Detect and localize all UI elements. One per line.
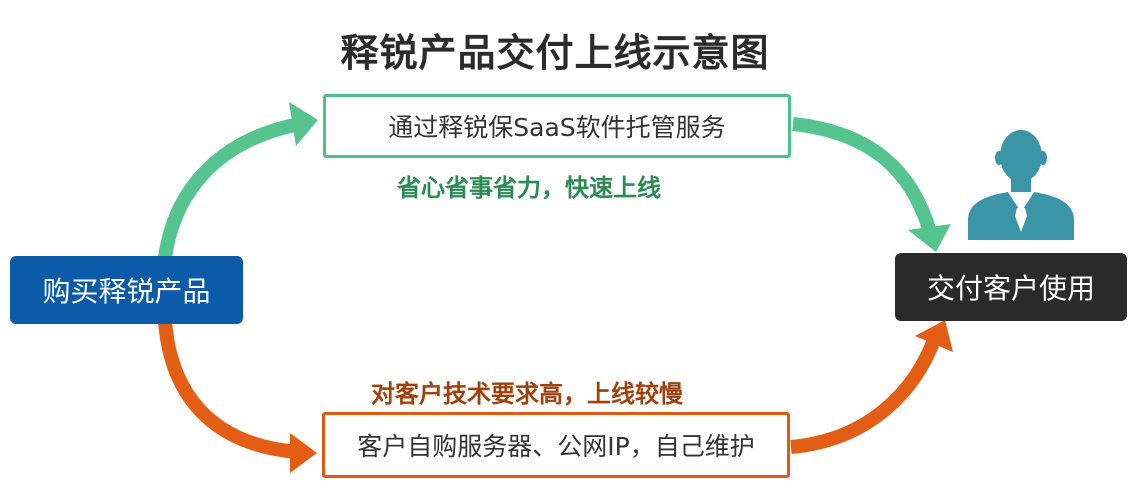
arrow-self-host-to-customer xyxy=(790,337,941,454)
arrow-head-buy-to-saas xyxy=(289,102,318,146)
arrow-head-self-host-to-customer xyxy=(915,320,953,352)
arrow-saas-to-customer xyxy=(792,117,937,234)
arrow-buy-to-self-host xyxy=(158,321,299,459)
arrow-head-buy-to-self-host xyxy=(290,433,317,473)
arrow-head-saas-to-customer xyxy=(908,224,951,252)
saas-benefit-caption: 省心省事省力，快速上线 xyxy=(397,174,661,202)
deliver-to-customer-node: 交付客户使用 xyxy=(895,253,1127,321)
diagram-title: 释锐产品交付上线示意图 xyxy=(340,31,770,75)
arrow-buy-to-saas xyxy=(158,117,302,260)
buy-product-node: 购买释锐产品 xyxy=(10,256,243,324)
self-host-drawback-caption: 对客户技术要求高，上线较慢 xyxy=(371,380,683,408)
user-with-tie-icon xyxy=(968,130,1074,240)
saas-hosting-node: 通过释锐保SaaS软件托管服务 xyxy=(323,94,791,158)
self-host-node: 客户自购服务器、公网IP，自己维护 xyxy=(322,412,790,478)
